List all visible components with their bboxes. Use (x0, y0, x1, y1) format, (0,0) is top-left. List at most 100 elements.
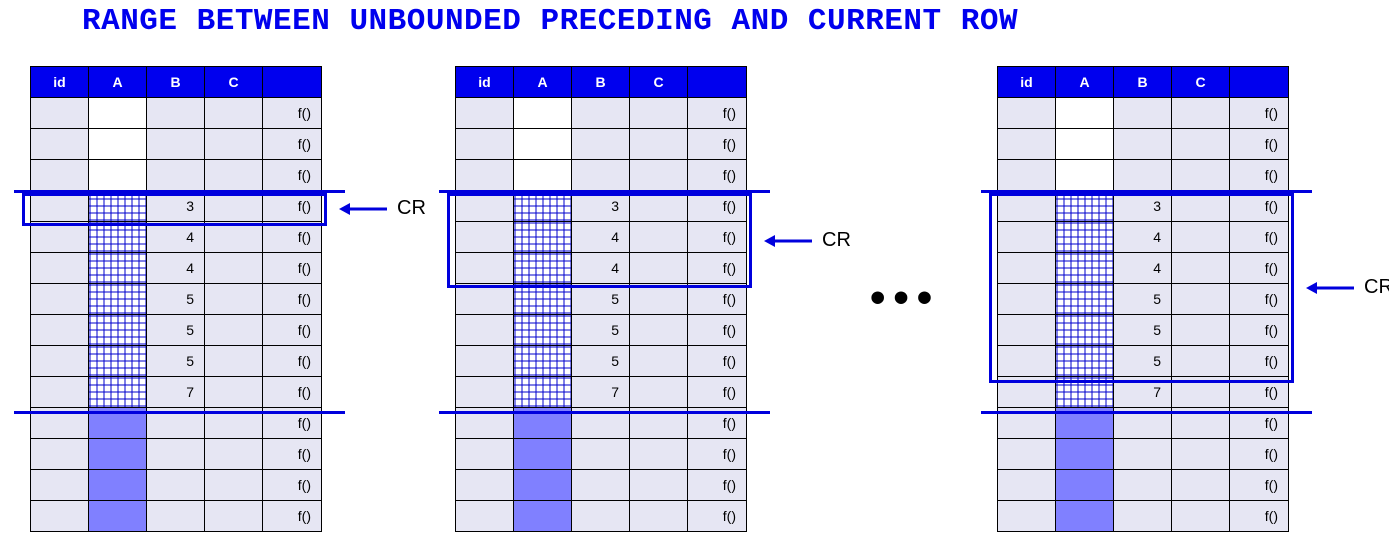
cell-id (997, 438, 1056, 470)
cell-function: f() (687, 128, 747, 160)
cell-a-hatch (88, 345, 147, 377)
cell-b-value (571, 97, 630, 129)
cell-b-value: 5 (146, 283, 205, 315)
cell-b-value (146, 469, 205, 501)
cell-function: f() (262, 345, 322, 377)
cell-b-value (571, 159, 630, 191)
table-row: f() (30, 159, 322, 191)
cell-b-value (1113, 159, 1172, 191)
cell-function: f() (1229, 252, 1289, 284)
cell-b-value: 5 (1113, 314, 1172, 346)
cell-a-empty (88, 128, 147, 160)
current-row-label: CR (397, 197, 426, 220)
diagram-title: RANGE BETWEEN UNBOUNDED PRECEDING AND CU… (82, 4, 1019, 39)
arrow-left-icon (1306, 281, 1354, 294)
current-row-window-frame (22, 193, 327, 226)
cell-c (1171, 221, 1230, 253)
column-header-b: B (1113, 66, 1172, 98)
cell-c (629, 221, 688, 253)
cell-b-value: 5 (146, 314, 205, 346)
cell-id (455, 314, 514, 346)
cell-id (997, 97, 1056, 129)
cell-function: f() (1229, 283, 1289, 315)
partition-start-line (14, 190, 345, 194)
cell-a-fill (513, 469, 572, 501)
cell-function: f() (262, 252, 322, 284)
cell-c (629, 438, 688, 470)
cell-a-hatch (1055, 283, 1114, 315)
cell-b-value (1113, 438, 1172, 470)
cell-function: f() (262, 128, 322, 160)
cell-id (30, 376, 89, 408)
cell-a-hatch (1055, 221, 1114, 253)
column-header-c: C (629, 66, 688, 98)
current-row-window-frame (989, 193, 1294, 383)
cell-c (204, 159, 263, 191)
column-header-a: A (88, 66, 147, 98)
cell-a-hatch (88, 221, 147, 253)
cell-id (30, 500, 89, 532)
cell-a-hatch (513, 345, 572, 377)
cell-id (455, 345, 514, 377)
cell-c (204, 314, 263, 346)
cell-b-value (146, 128, 205, 160)
cell-function: f() (262, 438, 322, 470)
cell-id (455, 469, 514, 501)
cell-id (997, 283, 1056, 315)
table-row: 4 f() (30, 252, 322, 284)
table-row: f() (455, 500, 747, 532)
cell-b-value (571, 469, 630, 501)
cell-c (1171, 438, 1230, 470)
cell-function: f() (687, 97, 747, 129)
cell-a-fill (88, 500, 147, 532)
table-row: f() (30, 500, 322, 532)
cell-function: f() (262, 283, 322, 315)
cell-b-value (571, 128, 630, 160)
column-header-b: B (571, 66, 630, 98)
cell-id (30, 345, 89, 377)
cell-id (997, 252, 1056, 284)
cell-function: f() (262, 97, 322, 129)
cell-function: f() (687, 500, 747, 532)
cell-b-value (1113, 469, 1172, 501)
cell-a-empty (513, 159, 572, 191)
cell-function: f() (1229, 438, 1289, 470)
cell-function: f() (1229, 128, 1289, 160)
cell-function: f() (687, 252, 747, 284)
cell-b-value (146, 438, 205, 470)
current-row-label: CR (1364, 275, 1389, 298)
cell-id (30, 159, 89, 191)
cell-id (30, 469, 89, 501)
cell-id (455, 376, 514, 408)
table-row: f() (455, 438, 747, 470)
cell-b-value: 4 (146, 252, 205, 284)
cell-id (455, 128, 514, 160)
cell-b-value: 4 (571, 221, 630, 253)
table-row: f() (997, 97, 1289, 129)
cell-c (629, 97, 688, 129)
cell-c (1171, 159, 1230, 191)
cell-a-empty (1055, 159, 1114, 191)
cell-c (629, 128, 688, 160)
cell-c (629, 500, 688, 532)
cell-a-hatch (88, 314, 147, 346)
cell-b-value: 5 (571, 314, 630, 346)
partition-end-line (14, 411, 345, 414)
cell-function: f() (687, 345, 747, 377)
cell-a-fill (88, 438, 147, 470)
cell-function: f() (262, 221, 322, 253)
arrow-left-icon (339, 203, 387, 216)
cell-b-value (1113, 500, 1172, 532)
current-row-label: CR (822, 228, 851, 251)
cell-a-hatch (1055, 345, 1114, 377)
table-row: f() (997, 500, 1289, 532)
column-header-fn (262, 66, 322, 98)
